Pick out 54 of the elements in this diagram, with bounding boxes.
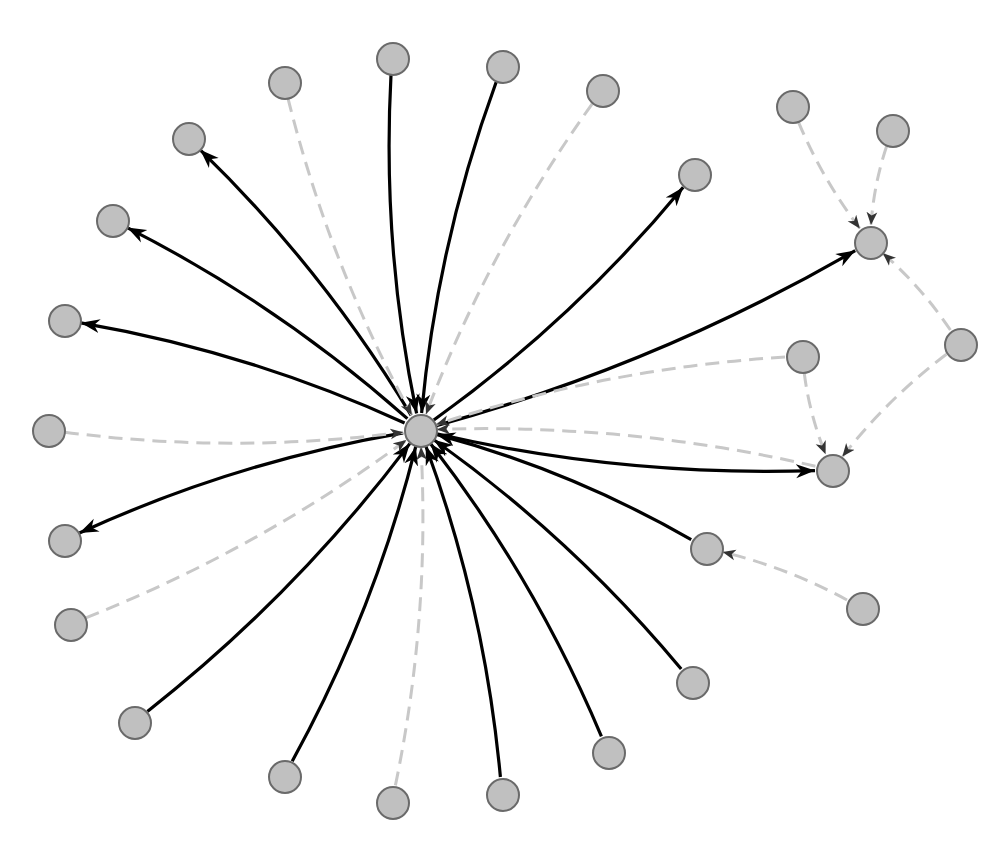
node-circle [585,73,619,107]
arrow [126,226,409,420]
node-circle [47,523,81,557]
node-circle [47,303,81,337]
arrow [424,445,502,778]
node-circle [267,759,301,793]
arrow [387,74,420,414]
arrow [432,186,685,422]
node-circle [117,705,151,739]
node-circle [375,785,409,819]
dashed-arrow [64,428,404,445]
arrow [78,431,404,535]
node-circle [171,121,205,155]
dashed-arrow [424,102,594,415]
arrow [416,81,498,414]
node-circle [267,65,301,99]
dashed-arrow [85,438,408,620]
dashed-arrow [881,252,952,331]
node-circle [591,735,625,769]
node-circle [53,607,87,641]
node-circle [775,89,809,123]
dashed-arrow [435,355,786,427]
node-circle [875,113,909,147]
node-circle [485,49,519,83]
node-circle [675,665,709,699]
dashed-arrow [393,446,427,786]
node-circle [31,413,65,447]
node-circle [485,777,519,811]
node-circle [677,157,711,191]
node-circle [403,413,437,447]
node-circle [785,339,819,373]
dashed-arrow [286,98,414,416]
arrow [435,432,692,541]
arrow [290,446,418,762]
node-circle [853,225,887,259]
dashed-arrow [436,423,816,468]
arrow [429,442,603,738]
node-circle [375,41,409,75]
dashed-arrow [802,372,827,455]
arrow [146,442,412,713]
arrow [199,148,413,417]
node-circle [943,327,977,361]
dashed-arrow [722,549,848,602]
dashed-arrow [797,121,861,230]
dashed-arrow [841,353,948,458]
node-circle [689,531,723,565]
arrow [432,438,683,671]
arrow [80,319,406,425]
arrow [435,249,856,428]
node-circle [95,203,129,237]
node-circle [845,591,879,625]
dashed-arrow [866,145,889,226]
node-circle [815,453,849,487]
arrow [436,432,816,478]
